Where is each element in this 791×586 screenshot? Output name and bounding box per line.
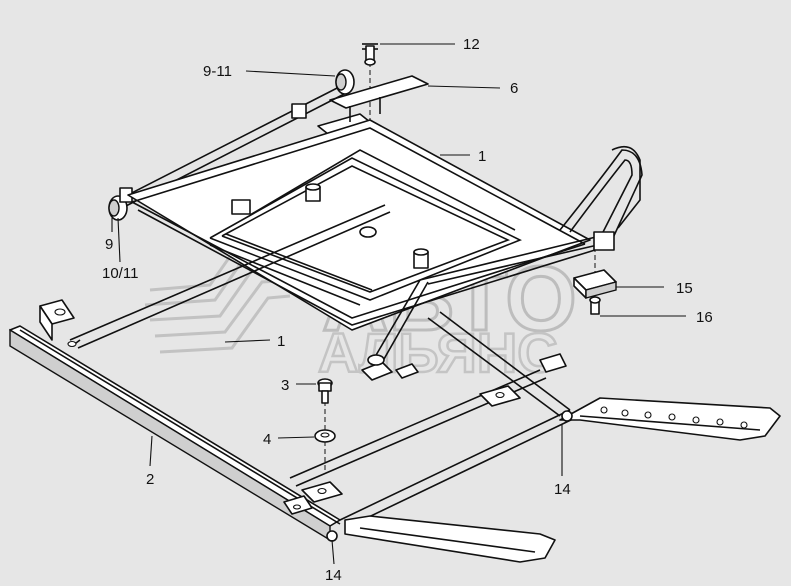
runner-holes	[600, 406, 748, 429]
callout-10-11: 10/11	[102, 265, 138, 282]
part-14-runner-bottom	[326, 515, 556, 563]
callout-labels: 12 9-11 6 1 9 10/11 15 16 1 3 4 2 14 14	[102, 36, 713, 584]
part-2-base-frame	[9, 204, 576, 542]
callout-6: 6	[510, 80, 518, 97]
rear-mount	[593, 231, 615, 251]
leader-10-11	[117, 217, 121, 263]
part-16-bolt	[589, 296, 601, 315]
part-6-bracket	[317, 75, 429, 135]
leader-4	[277, 436, 315, 439]
frame-nut	[359, 226, 377, 238]
part-15-clip	[573, 269, 617, 299]
axle-rod	[108, 69, 355, 221]
knob-center	[367, 354, 385, 366]
callout-14-bottom: 14	[325, 567, 342, 584]
leader-14-bottom	[331, 539, 335, 565]
callout-16: 16	[696, 309, 713, 326]
leader-1-mid	[224, 339, 271, 343]
rod-clamp-top	[291, 103, 307, 119]
callout-4: 4	[263, 431, 271, 448]
leader-2	[149, 435, 153, 467]
callout-1-top: 1	[478, 148, 486, 165]
frame-bracket-left	[231, 199, 251, 215]
watermark-line2: АЛЬЯНС	[318, 321, 558, 384]
part-4-washer	[314, 429, 336, 443]
part-3-bolt	[317, 378, 333, 404]
callout-2: 2	[146, 471, 154, 488]
callout-12: 12	[463, 36, 480, 53]
callout-15: 15	[676, 280, 693, 297]
part-12-t-pin	[362, 43, 378, 66]
callout-9: 9	[105, 236, 113, 253]
callout-1-mid: 1	[277, 333, 285, 350]
leader-9-11	[245, 70, 336, 77]
callout-9-11: 9-11	[203, 63, 232, 80]
leader-6	[427, 85, 501, 89]
part-14-runner-right	[559, 397, 781, 441]
callout-14-right: 14	[554, 481, 571, 498]
leader-lines	[111, 43, 686, 565]
callout-3: 3	[281, 377, 289, 394]
